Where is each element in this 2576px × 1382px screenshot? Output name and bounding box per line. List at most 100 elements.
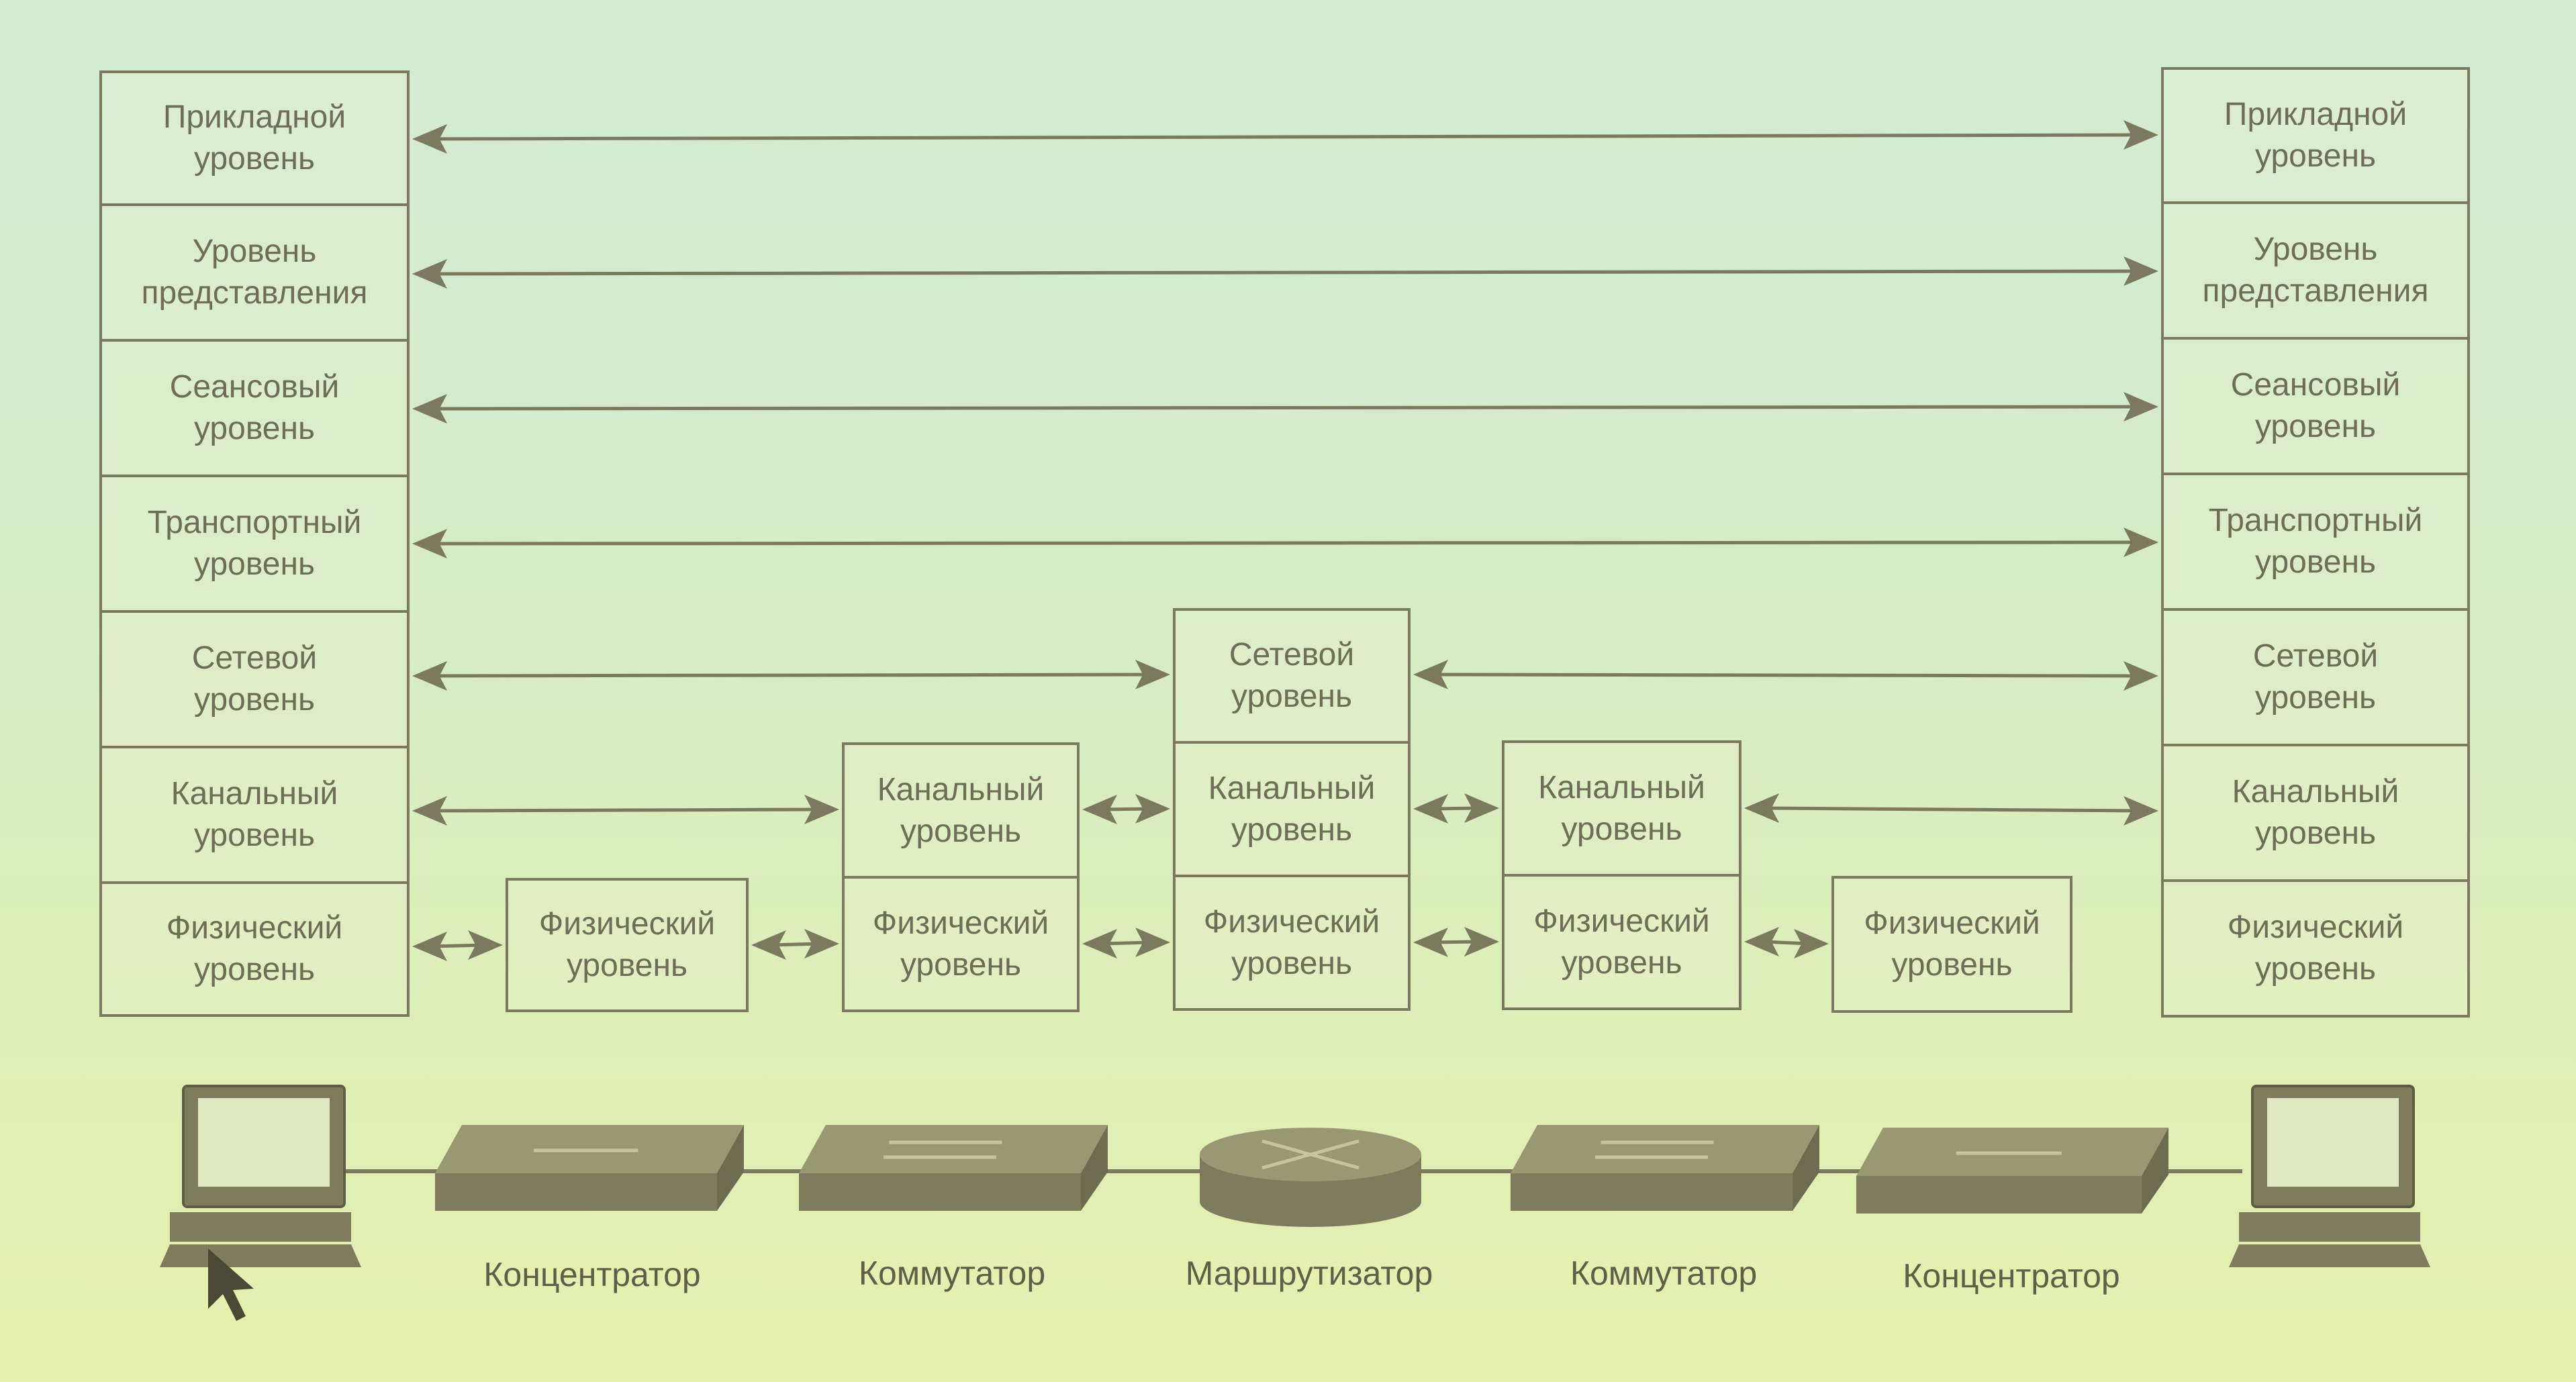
device-side <box>1793 1125 1819 1211</box>
device-front <box>1511 1173 1793 1211</box>
right-application-layer: Прикладной уровень <box>2161 67 2470 204</box>
left-physical-layer: Физический уровень <box>99 881 410 1017</box>
switch-right-physical-layer: Физический уровень <box>1502 874 1742 1010</box>
arrowhead <box>1082 929 1117 958</box>
left-application-layer: Прикладной уровень <box>99 70 410 206</box>
hub-left-physical-layer: Физический уровень <box>506 878 749 1012</box>
router-network-layer: Сетевой уровень <box>1173 608 1411 744</box>
arrowhead <box>1464 793 1499 823</box>
layer-label: Физический уровень <box>1533 903 1710 981</box>
arrow-shaft <box>432 807 820 813</box>
layer-label: Транспортный уровень <box>147 505 362 582</box>
arrowhead <box>1135 794 1170 824</box>
arrowhead <box>412 661 447 691</box>
right-presentation-layer: Уровень представления <box>2161 201 2470 340</box>
hub-right-label: Концентратор <box>1903 1257 2120 1295</box>
arrowhead <box>1413 660 1448 689</box>
left-presentation-layer: Уровень представления <box>99 203 410 342</box>
switch-right-label: Коммутатор <box>1570 1254 1758 1292</box>
device-side <box>717 1125 744 1211</box>
arrowhead <box>2124 528 2158 557</box>
switch-left-label: Коммутатор <box>858 1254 1046 1292</box>
layer-label: Физический уровень <box>1864 905 2040 983</box>
left-transport-layer: Транспортный уровень <box>99 475 410 613</box>
arrow-shaft <box>432 133 2139 141</box>
datalink-switch-router-arrow <box>1082 794 1170 824</box>
layer-label: Физический уровень <box>1203 903 1380 981</box>
arrow-shaft <box>1764 940 1809 946</box>
device-top <box>799 1125 1108 1173</box>
computer-icon <box>2229 1085 2430 1267</box>
arrow-shaft <box>771 942 820 947</box>
arrowhead <box>412 259 447 289</box>
layer-label: Физический уровень <box>538 906 716 983</box>
layer-label: Канальный уровень <box>171 776 338 853</box>
arrowhead <box>1744 927 1779 956</box>
arrow-shaft <box>432 540 2139 546</box>
datalink-router-switch-arrow <box>1413 793 1499 824</box>
hub-right-physical-layer: Физический уровень <box>1831 876 2072 1013</box>
arrowhead <box>1413 928 1448 957</box>
right-transport-layer: Транспортный уровень <box>2161 473 2470 611</box>
device-front <box>799 1173 1081 1211</box>
session-peer-arrow <box>412 392 2158 424</box>
left-data-link-layer: Канальный уровень <box>99 746 410 884</box>
arrowhead <box>412 394 447 424</box>
datalink-switch-host-arrow <box>1744 793 2158 826</box>
application-peer-arrow <box>412 120 2158 154</box>
arrowhead <box>412 529 447 558</box>
screen <box>198 1098 330 1187</box>
arrowhead <box>1464 927 1499 956</box>
arrowhead <box>1082 795 1117 824</box>
system-unit <box>170 1212 351 1242</box>
mouse-cursor-icon <box>208 1248 254 1321</box>
layer-label: Канальный уровень <box>877 771 1045 849</box>
arrowhead <box>1744 793 1779 823</box>
device-side <box>1081 1125 1108 1211</box>
arrowhead <box>1135 928 1170 957</box>
keyboard <box>2229 1244 2430 1267</box>
layer-label: Канальный уровень <box>2232 774 2399 851</box>
physical-switch-hub-arrow <box>1744 927 1829 958</box>
layer-label: Сеансовый уровень <box>2230 367 2401 444</box>
arrow-shaft <box>1433 673 2139 678</box>
switch-icon <box>1511 1125 1819 1211</box>
arrowhead <box>751 930 786 960</box>
datalink-host-switch-arrow <box>412 795 839 826</box>
presentation-peer-arrow <box>412 256 2158 289</box>
system-unit <box>2239 1212 2420 1242</box>
physical-switch-router-arrow <box>1082 928 1170 958</box>
device-side <box>2142 1128 2168 1214</box>
layer-label: Физический уровень <box>166 910 343 987</box>
switch-icon <box>799 1125 1108 1211</box>
physical-hub-switch-arrow <box>751 929 839 960</box>
arrowhead <box>2124 661 2158 691</box>
layer-label: Физический уровень <box>872 905 1049 983</box>
switch-right-data-link-layer: Канальный уровень <box>1502 740 1742 877</box>
layer-label: Прикладной уровень <box>2224 97 2407 174</box>
arrow-shaft <box>432 943 483 948</box>
switch-left-data-link-layer: Канальный уровень <box>842 742 1080 879</box>
arrowhead <box>2124 392 2158 422</box>
router-bottom <box>1200 1176 1421 1227</box>
router-mark <box>1261 1139 1359 1170</box>
router-physical-layer: Физический уровень <box>1173 875 1411 1011</box>
layer-label: Канальный уровень <box>1208 770 1376 848</box>
hub-icon <box>435 1125 744 1211</box>
left-network-layer: Сетевой уровень <box>99 610 410 748</box>
router-label: Маршрутизатор <box>1185 1254 1433 1292</box>
arrowhead <box>1413 794 1448 824</box>
arrowhead <box>1794 929 1829 958</box>
right-physical-layer: Физический уровень <box>2161 879 2470 1018</box>
arrow-shaft <box>432 673 1151 678</box>
computer-icon <box>160 1085 361 1267</box>
router-data-link-layer: Канальный уровень <box>1173 741 1411 877</box>
keyboard <box>160 1244 361 1267</box>
arrowhead <box>2124 256 2158 286</box>
layer-label: Сетевой уровень <box>191 640 318 718</box>
arrowhead <box>412 124 447 154</box>
layer-label: Канальный уровень <box>1538 769 1705 847</box>
router-icon <box>1200 1128 1421 1227</box>
